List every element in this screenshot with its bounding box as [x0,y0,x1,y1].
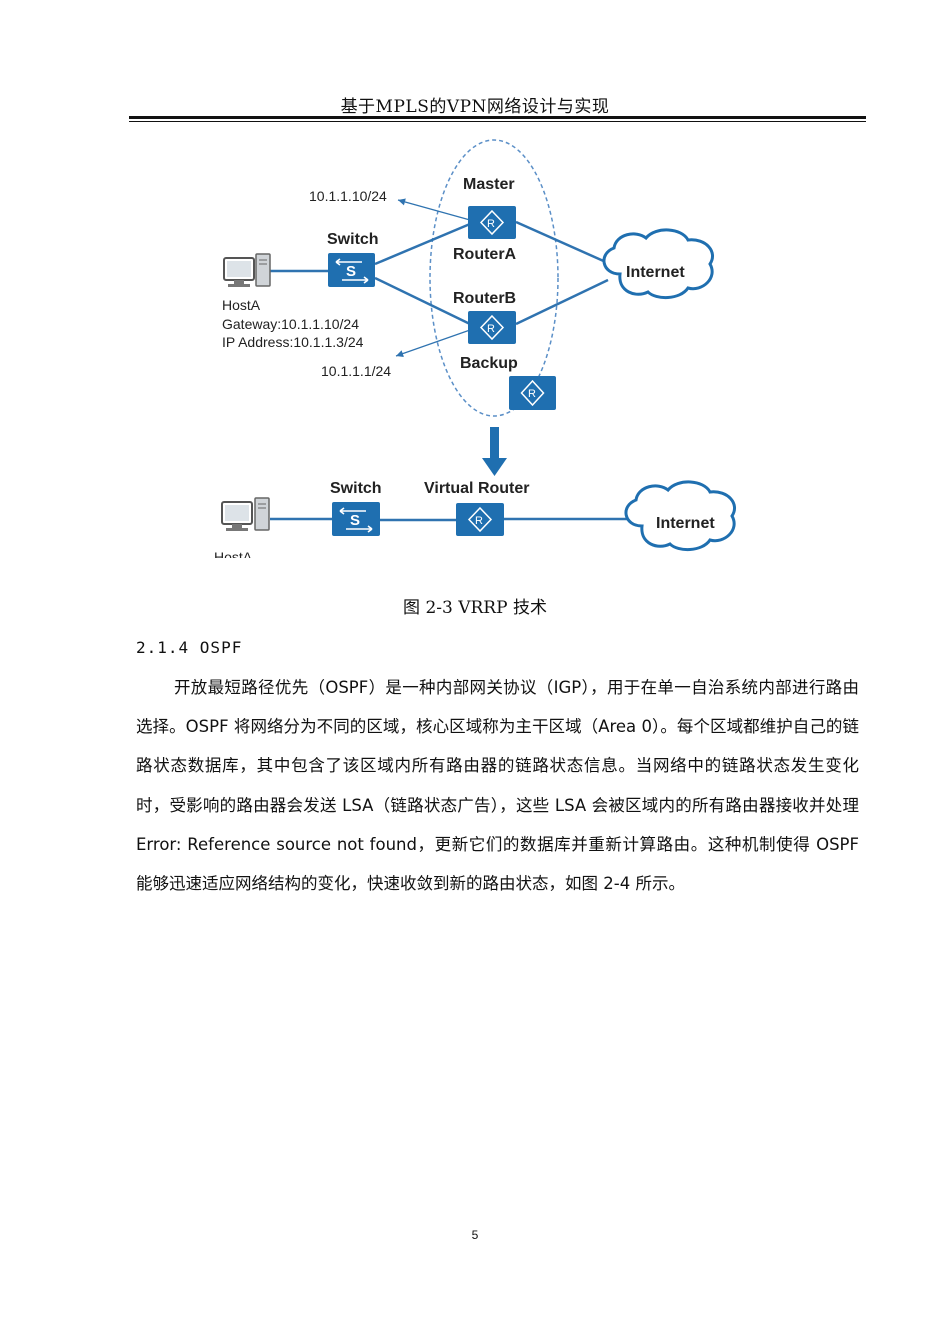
link-switch-routerb [374,276,471,326]
svg-text:S: S [350,512,360,529]
figure-caption: 图 2-3 VRRP 技术 [403,598,547,618]
link-routera-internet [515,220,609,265]
arrow-backup-ip [395,329,471,358]
backup-label: Backup [460,355,518,372]
svg-text:S: S [346,263,356,280]
switch-top-label: Switch [327,231,379,248]
link-switch-routera [374,222,471,266]
vrrp-group-ellipse [429,139,559,417]
internet-top-label: Internet [626,264,685,281]
vrrp-figure: S R R R [200,138,770,558]
switch-bottom-icon: S [332,502,380,536]
routerb-label: RouterB [453,290,516,307]
internet-cloud-bottom-icon [624,480,736,551]
svg-text:R: R [475,515,483,527]
internet-cloud-top-icon [602,228,714,299]
ip-backup-label: 10.1.1.1/24 [321,363,391,379]
page-number: 5 [471,1228,479,1242]
page-header-title: 基于MPLS的VPN网络设计与实现 [340,97,610,117]
routerb-icon: R [468,311,516,344]
header-rule-thin [129,121,866,122]
transition-down-arrow [482,427,507,476]
vrrp-diagram: S R R R [214,139,736,558]
gateway-label: Gateway:10.1.1.10/24 [222,316,359,332]
hosta-computer-icon [223,253,271,287]
virtual-router-label: Virtual Router [424,480,530,497]
switch-bottom-label: Switch [330,480,382,497]
hosta-label: HostA [222,297,261,313]
svg-text:R: R [487,323,495,335]
svg-text:R: R [487,218,495,230]
hosta-cut-label: HostA [214,549,253,558]
host-bottom-computer-icon [221,497,270,531]
routera-icon: R [468,206,516,239]
ip-address-label: IP Address:10.1.1.3/24 [222,334,364,350]
ip-master-label: 10.1.1.10/24 [309,188,387,204]
virtual-router-icon: R [456,503,504,536]
section-heading: 2.1.4 OSPF [136,638,243,657]
header-rule-thick [129,116,866,119]
body-paragraph: 开放最短路径优先（OSPF）是一种内部网关协议（IGP），用于在单一自治系统内部… [136,678,859,894]
routera-label: RouterA [453,246,517,263]
link-routerb-internet [515,278,609,326]
body-text: 开放最短路径优先（OSPF）是一种内部网关协议（IGP），用于在单一自治系统内部… [136,668,859,903]
backup-router-icon: R [509,376,556,410]
master-label: Master [463,176,515,193]
internet-bottom-label: Internet [656,515,715,532]
switch-top-icon: S [328,253,375,287]
arrow-master-ip [397,198,471,221]
svg-text:R: R [528,388,536,400]
